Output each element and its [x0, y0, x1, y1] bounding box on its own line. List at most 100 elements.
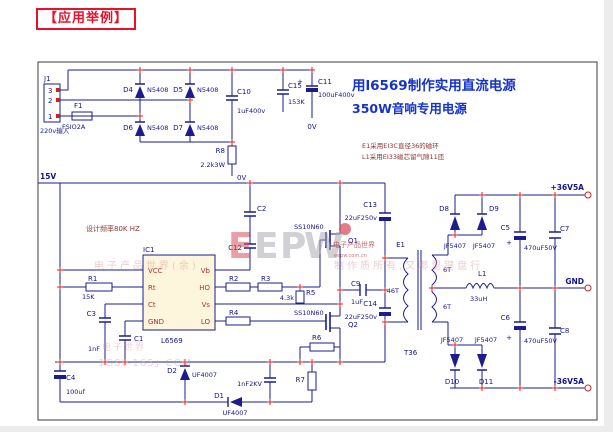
- section-title: 【应用举例】: [44, 11, 129, 26]
- label-d11-value: JF5407: [474, 336, 497, 344]
- electrolytic-c6-plate: [514, 326, 526, 330]
- label-q2-part: SS10N60: [294, 309, 324, 317]
- label-c13-ref: C13: [363, 201, 377, 209]
- label-f1-value: FSIO2A: [62, 123, 86, 131]
- label-c14-value: 22uF250v: [345, 313, 378, 321]
- label-c4-value: 100uf: [66, 388, 86, 396]
- diode-d11-symbol: [477, 354, 487, 368]
- label-c14-ref: C14: [363, 300, 377, 308]
- label-e1-core: T36: [403, 349, 418, 357]
- page-margin-bottom: [0, 426, 613, 432]
- label-j1-desc: 220v输入: [40, 126, 70, 135]
- label-d8-value: JF5407: [443, 242, 466, 250]
- net-0v-a: 0V: [307, 123, 316, 131]
- watermark-letter-3: P: [280, 226, 306, 267]
- watermark-letter-1: E: [228, 226, 253, 267]
- label-c11-plus: +: [297, 78, 303, 86]
- terminal-plus36v: [584, 191, 592, 199]
- watermark-letter-4: W: [304, 226, 344, 267]
- ic1-pin-vs: Vs: [202, 301, 211, 309]
- label-c6-plus: +: [506, 334, 512, 342]
- label-f1-ref: F1: [74, 102, 82, 110]
- label-cx-ref: 1nF2KV: [237, 380, 262, 388]
- connector-j1-body: [43, 83, 61, 123]
- label-c3-value: 1nF: [88, 345, 100, 353]
- transformer-e1-core: [417, 250, 422, 330]
- label-c15-value: 153K: [288, 98, 305, 106]
- label-d7-value: N5408: [197, 124, 218, 132]
- net-minus36v: -36V5A: [554, 377, 585, 386]
- label-c8-ref: C8: [560, 327, 569, 335]
- label-c10-ref: C10: [237, 88, 251, 96]
- label-c13-value: 22uF250v: [345, 214, 378, 222]
- resistor-r4-symbol: [225, 316, 251, 326]
- label-d2-ref: D2: [167, 367, 177, 375]
- label-d9-ref: D9: [489, 205, 499, 213]
- label-r4-ref: R4: [229, 309, 239, 317]
- label-d10-value: JF5407: [440, 336, 463, 344]
- resistor-r2-symbol: [225, 282, 251, 292]
- diode-cathode-bars: [135, 83, 487, 407]
- label-j1-pin2: 2: [48, 97, 52, 105]
- diode-d7-symbol: [185, 124, 195, 136]
- label-e1-sec-top-turns: 6T: [443, 266, 451, 274]
- schematic-border: [37, 61, 598, 421]
- label-r8-value: 2.2k3W: [200, 161, 225, 169]
- label-r2-ref: R2: [229, 275, 238, 283]
- label-ic1-ref: IC1: [143, 246, 154, 254]
- transformer-e1-coils: [403, 254, 437, 323]
- label-r7-ref: R7: [296, 376, 305, 384]
- ic1-pin-vb: Vb: [201, 267, 211, 275]
- label-q2-ref: Q2: [348, 321, 358, 329]
- label-r5-ref: R5: [306, 289, 315, 297]
- schematic-note-line2: L1采用EI33磁芯留气隙11匝: [362, 152, 445, 161]
- net-gnd: GND: [565, 277, 584, 286]
- label-j1-ref: J1: [43, 75, 51, 83]
- label-c12-ref: C12: [228, 244, 242, 252]
- watermark-logo-dot: [339, 223, 351, 235]
- label-d10-ref: D10: [445, 378, 459, 386]
- label-d8-ref: D8: [439, 205, 449, 213]
- ic1-body: [142, 254, 216, 331]
- label-c5-ref: C5: [501, 224, 510, 232]
- ic1-pin-rt: Rt: [148, 284, 156, 292]
- label-r6-ref: R6: [312, 334, 322, 342]
- label-q1-part: SS10N60: [294, 223, 324, 231]
- j1-pin-pad: [56, 88, 60, 92]
- label-c10-value: 1uF400v: [237, 107, 265, 115]
- label-d1-ref: D1: [214, 392, 224, 400]
- resistor-r5-symbol: [295, 290, 305, 304]
- j1-pin-pad: [56, 114, 60, 118]
- label-c2-ref: C2: [257, 205, 266, 213]
- label-c5-value: 470uF50V: [524, 244, 558, 252]
- label-r5-value: 4.3k: [280, 294, 294, 302]
- resistor-r3-symbol: [257, 282, 283, 292]
- label-d2-value: UF4007: [192, 371, 217, 379]
- page-margin-right: [604, 0, 613, 432]
- schematic-title-line1: 用l6569制作实用直流电源: [352, 77, 516, 94]
- label-d7-ref: D7: [173, 124, 183, 132]
- diode-d2-symbol: [180, 368, 190, 380]
- ic1-pin-vcc: VCC: [148, 267, 163, 275]
- junction-marks: [57, 67, 558, 405]
- watermark-fragment-1: 电子世界: [102, 341, 146, 353]
- watermark-brand-sub: eepw.com.cn: [334, 253, 367, 259]
- resistor-r1-symbol: [85, 282, 113, 292]
- label-c9-ref: C9: [351, 280, 360, 288]
- ic1-pin-lo: LO: [201, 318, 211, 326]
- inductor-l1-coil: [465, 283, 495, 290]
- diode-d10-symbol: [450, 354, 460, 368]
- ic1-pin-ct: Ct: [148, 301, 156, 309]
- circuit-wires: [38, 69, 586, 403]
- j1-pin-pad: [56, 98, 60, 102]
- label-c11-ref: C11: [318, 78, 332, 86]
- terminal-minus36v: [584, 384, 592, 392]
- label-c1-ref: C1: [134, 335, 143, 343]
- watermark-brand: 电子产品世界: [333, 240, 375, 249]
- label-j1-pin1: 1: [48, 113, 52, 121]
- junction-crosses: [57, 67, 558, 405]
- diode-d9-symbol: [477, 216, 487, 230]
- label-c6-value: 470uF50V: [524, 337, 558, 345]
- labels: J1 3 2 1 220v输入 F1 FSIO2A D4 N5408 D5 N5…: [40, 75, 584, 417]
